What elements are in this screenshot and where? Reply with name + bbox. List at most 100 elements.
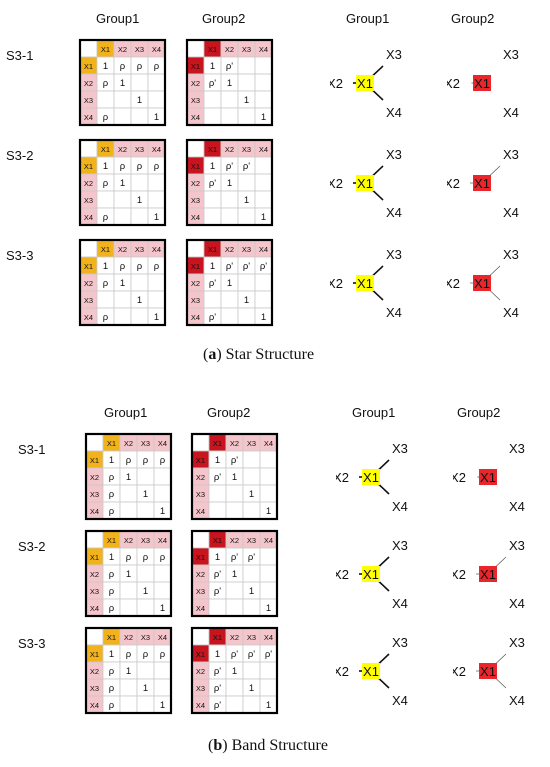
matrix-cell: ρ' (209, 178, 216, 189)
center-node-label: X1 (474, 176, 490, 191)
matrix-header-cell: X2 (84, 79, 93, 88)
matrix-header-cell: X3 (196, 587, 205, 596)
matrix-header-cell: X1 (208, 145, 217, 154)
node-x2: X2 (447, 76, 460, 91)
panel-caption-text: Star Structure (221, 346, 315, 363)
matrix-header-cell: X4 (84, 313, 93, 322)
matrix-header-cell: X1 (196, 553, 205, 562)
matrix-cell: 1 (249, 683, 254, 694)
matrix-cell: 1 (126, 472, 131, 483)
matrix-header-cell: X3 (191, 96, 200, 105)
center-node-label: X1 (474, 76, 490, 91)
matrix-header-cell: X1 (196, 650, 205, 659)
matrix-header-cell: X2 (230, 439, 239, 448)
matrix-cell: 1 (154, 212, 159, 223)
matrix-cell: ρ (137, 61, 143, 72)
node-x4: X4 (503, 305, 519, 320)
matrix-cell: ρ (126, 552, 132, 563)
matrix-header-cell: X2 (191, 79, 200, 88)
matrix-cell: 1 (160, 506, 165, 517)
matrix-header-cell: X4 (90, 507, 99, 516)
matrix-header-cell: X3 (84, 296, 93, 305)
center-node-label: X1 (357, 176, 373, 191)
matrix-cell: ρ (109, 506, 115, 517)
matrix-header-cell: X1 (191, 262, 200, 271)
matrix-header-cell: X1 (191, 62, 200, 71)
center-node-box (479, 566, 497, 582)
matrix-header-cell: X2 (118, 145, 127, 154)
matrix-header-cell: X4 (158, 633, 167, 642)
matrix-header-cell: X1 (208, 45, 217, 54)
matrix-cell: 1 (120, 278, 125, 289)
matrix-header-cell: X3 (242, 45, 251, 54)
matrix-cell: ρ' (260, 261, 267, 272)
matrix-cell: 1 (244, 295, 249, 306)
matrix-cell: ρ (160, 552, 166, 563)
matrix-cell: ρ (109, 569, 115, 580)
matrix-cell: 1 (126, 666, 131, 677)
matrix-cell: 1 (120, 178, 125, 189)
matrix-header-cell: X4 (196, 701, 205, 710)
matrix-header-cell: X4 (152, 145, 161, 154)
matrix-header-cell: X3 (90, 490, 99, 499)
matrix-cell: ρ' (231, 649, 238, 660)
node-x3: X3 (509, 638, 525, 650)
matrix-cell: 1 (137, 195, 142, 206)
matrix-header-cell: X2 (84, 179, 93, 188)
matrix-header-cell: X3 (191, 196, 200, 205)
matrix-cell: 1 (261, 212, 266, 223)
matrix-cell: ρ (109, 603, 115, 614)
matrix-header-cell: X1 (84, 262, 93, 271)
matrix-cell: ρ (154, 161, 160, 172)
matrix-cell: ρ (120, 161, 126, 172)
matrix-cell: ρ' (243, 161, 250, 172)
group1-matrix-header: Group1 (96, 11, 140, 26)
matrix-header-cell: X4 (191, 113, 200, 122)
matrix-cell: ρ (109, 472, 115, 483)
matrix-header-cell: X1 (107, 633, 116, 642)
node-x3: X3 (509, 444, 525, 456)
matrix-header-cell: X1 (196, 456, 205, 465)
node-x2: X2 (336, 567, 349, 582)
center-node-box (356, 275, 374, 291)
matrix-cell: ρ (120, 261, 126, 272)
matrix-header-cell: X2 (90, 473, 99, 482)
matrix-cell: 1 (227, 78, 232, 89)
node-x2: X2 (447, 276, 460, 291)
matrix-header-cell: X4 (84, 113, 93, 122)
matrix-cell: ρ' (231, 455, 238, 466)
node-x4: X4 (509, 499, 525, 514)
matrix-header-cell: X2 (230, 633, 239, 642)
node-x3: X3 (386, 150, 402, 162)
matrix-cell: ρ (160, 455, 166, 466)
node-x4: X4 (509, 596, 525, 611)
matrix-header-cell: X4 (152, 45, 161, 54)
matrix-header-cell: X3 (135, 145, 144, 154)
matrix-cell: ρ' (209, 312, 216, 323)
matrix-header-cell: X3 (247, 439, 256, 448)
matrix-cell: 1 (210, 61, 215, 72)
matrix-cell: ρ (143, 455, 149, 466)
center-node-box (356, 75, 374, 91)
node-x2: X2 (447, 176, 460, 191)
matrix-cell: ρ' (226, 161, 233, 172)
matrix-header-cell: X1 (213, 536, 222, 545)
matrix-cell: ρ (103, 178, 109, 189)
